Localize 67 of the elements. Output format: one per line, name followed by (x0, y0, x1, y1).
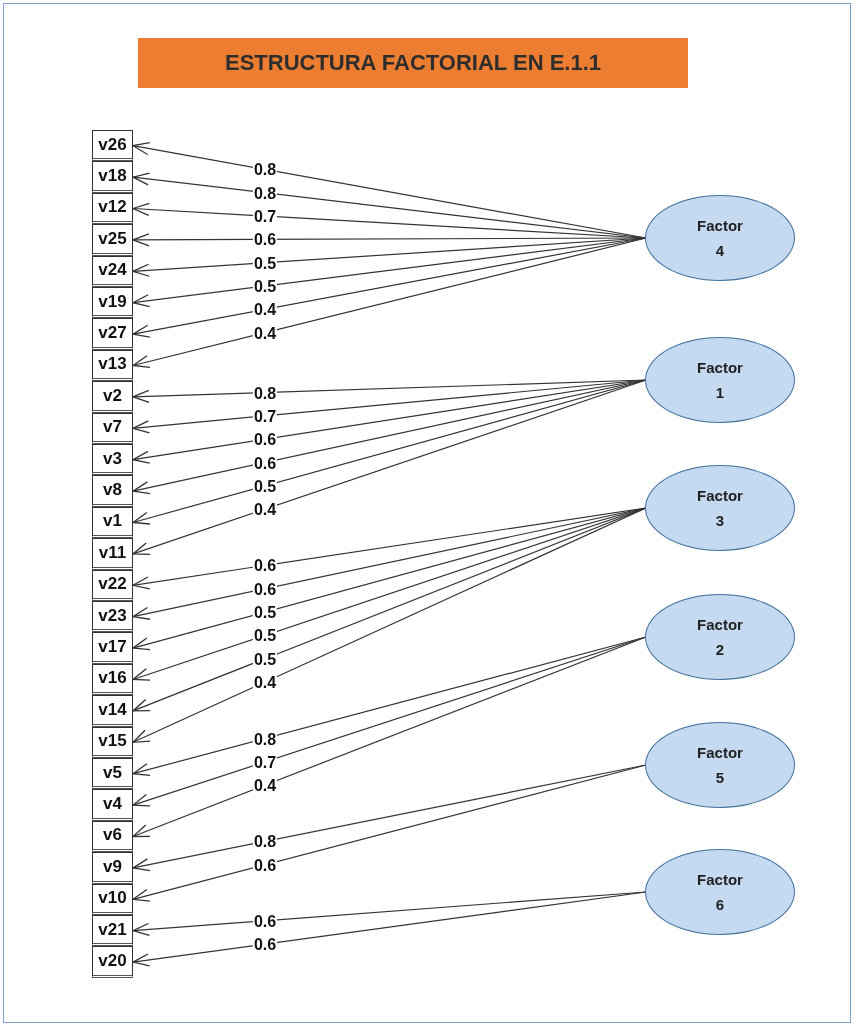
variable-box: v1 (92, 506, 133, 539)
edge-label: 0.5 (252, 478, 278, 494)
factor-ellipse: Factor 5 (645, 722, 795, 808)
edge-label: 0.4 (252, 325, 278, 341)
factor-ellipse: Factor 3 (645, 465, 795, 551)
edge-label: 0.4 (252, 777, 278, 793)
variable-box: v6 (92, 820, 133, 853)
factor-ellipse: Factor 1 (645, 337, 795, 423)
variable-box: v13 (92, 349, 133, 382)
edge-label: 0.5 (252, 604, 278, 620)
variable-box: v26 (92, 130, 133, 162)
edge-label: 0.4 (252, 301, 278, 317)
edge-label: 0.6 (252, 231, 278, 247)
variable-box: v14 (92, 695, 133, 727)
variable-box: v25 (92, 224, 133, 256)
title-banner: ESTRUCTURA FACTORIAL EN E.1.1 (138, 38, 688, 88)
edge-label: 0.7 (252, 208, 278, 224)
variable-box: v4 (92, 789, 133, 821)
edge-label: 0.5 (252, 278, 278, 294)
variable-box: v5 (92, 758, 133, 790)
variable-box: v3 (92, 444, 133, 476)
variable-box: v17 (92, 632, 133, 664)
edge-label: 0.5 (252, 255, 278, 271)
edge-label: 0.6 (252, 581, 278, 597)
edge-label: 0.5 (252, 651, 278, 667)
variable-box: v12 (92, 192, 133, 225)
edge-label: 0.6 (252, 431, 278, 447)
edge-label: 0.8 (252, 185, 278, 201)
edge-label: 0.7 (252, 408, 278, 424)
edge-label: 0.6 (252, 557, 278, 573)
variable-box: v24 (92, 255, 133, 287)
factor-ellipse: Factor 2 (645, 594, 795, 680)
variable-box: v10 (92, 883, 133, 915)
edge-label: 0.8 (252, 833, 278, 849)
variable-box: v20 (92, 946, 133, 978)
variable-box: v27 (92, 318, 133, 350)
variable-box: v11 (92, 538, 133, 570)
edge-label: 0.4 (252, 674, 278, 690)
arrow (132, 891, 647, 967)
edge-label: 0.8 (252, 161, 278, 177)
variable-box: v16 (92, 663, 133, 696)
arrow (132, 636, 647, 838)
edge-label: 0.8 (252, 731, 278, 746)
variable-box: v2 (92, 381, 133, 413)
edge-label: 0.6 (252, 936, 278, 952)
factor-ellipse: Factor 6 (645, 849, 795, 935)
variable-box: v9 (92, 852, 133, 884)
edge-label: 0.7 (252, 754, 278, 770)
variable-box: v21 (92, 915, 133, 947)
arrow (132, 379, 647, 403)
variable-box: v19 (92, 287, 133, 319)
arrow (132, 237, 647, 369)
factor-ellipse: Factor 4 (645, 195, 795, 281)
variable-box: v15 (92, 726, 133, 758)
variable-box: v8 (92, 475, 133, 507)
edge-label: 0.4 (252, 501, 278, 517)
variable-box: v23 (92, 601, 133, 633)
variable-box: v22 (92, 569, 133, 601)
arrow (132, 379, 647, 556)
edge-label: 0.5 (252, 627, 278, 643)
variable-box: v7 (92, 412, 133, 444)
edge-label: 0.6 (252, 913, 278, 929)
variable-box: v18 (92, 161, 133, 193)
edge-label: 0.6 (252, 857, 278, 873)
edge-label: 0.8 (252, 385, 278, 401)
arrow (132, 764, 647, 902)
edge-label: 0.6 (252, 455, 278, 470)
